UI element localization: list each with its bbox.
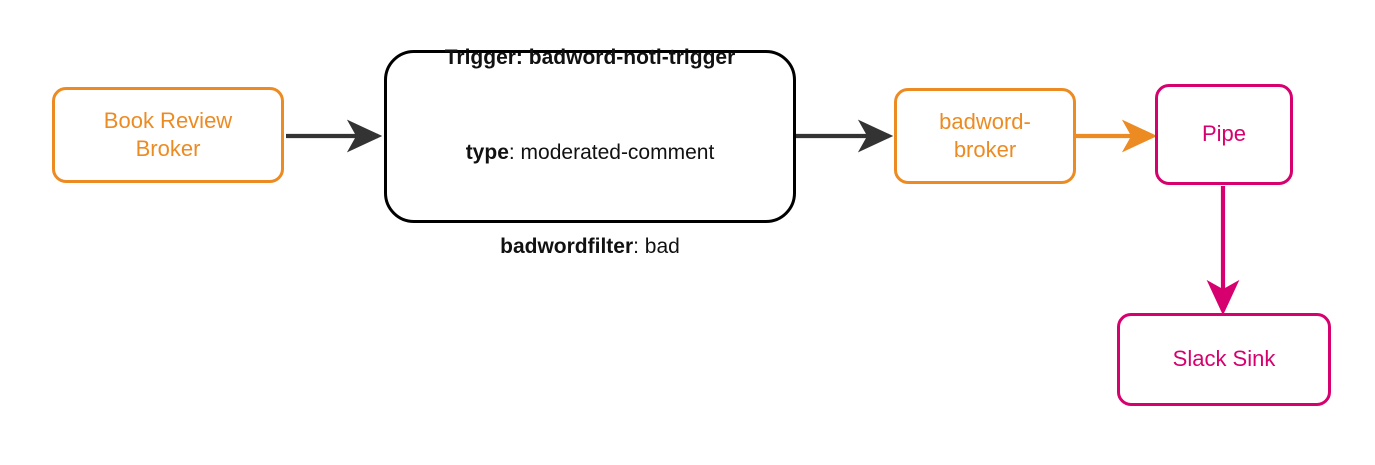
trigger-line-badwordfilter: badwordfilter: bad xyxy=(445,200,736,263)
node-label-pipe: Pipe xyxy=(1201,121,1247,147)
trigger-value-badwordfilter: : bad xyxy=(633,235,680,258)
node-pipe[interactable]: Pipe xyxy=(1155,84,1293,185)
node-book-review-broker[interactable]: Book Review Broker xyxy=(52,87,284,183)
trigger-key-badwordfilter: badwordfilter xyxy=(500,235,634,258)
node-label-badword-broker: badword- broker xyxy=(939,108,1031,162)
trigger-key-type: type xyxy=(465,140,509,164)
node-badword-broker[interactable]: badword- broker xyxy=(894,88,1076,184)
trigger-line-type: type: moderated-comment xyxy=(445,105,736,168)
trigger-value-trigger: badword-noti-trigger xyxy=(522,46,736,69)
node-label-book-review-broker: Book Review Broker xyxy=(103,107,233,161)
trigger-line-trigger: Trigger: badword-noti-trigger xyxy=(445,11,736,74)
node-badword-noti-trigger[interactable]: Trigger: badword-noti-trigger type: mode… xyxy=(384,46,796,258)
node-slack-sink[interactable]: Slack Sink xyxy=(1117,313,1331,406)
trigger-detail-list: Trigger: badword-noti-trigger type: mode… xyxy=(445,0,736,294)
node-label-slack-sink: Slack Sink xyxy=(1172,346,1276,372)
trigger-key-trigger: Trigger: xyxy=(444,46,523,69)
trigger-value-type: : moderated-comment xyxy=(508,140,715,164)
